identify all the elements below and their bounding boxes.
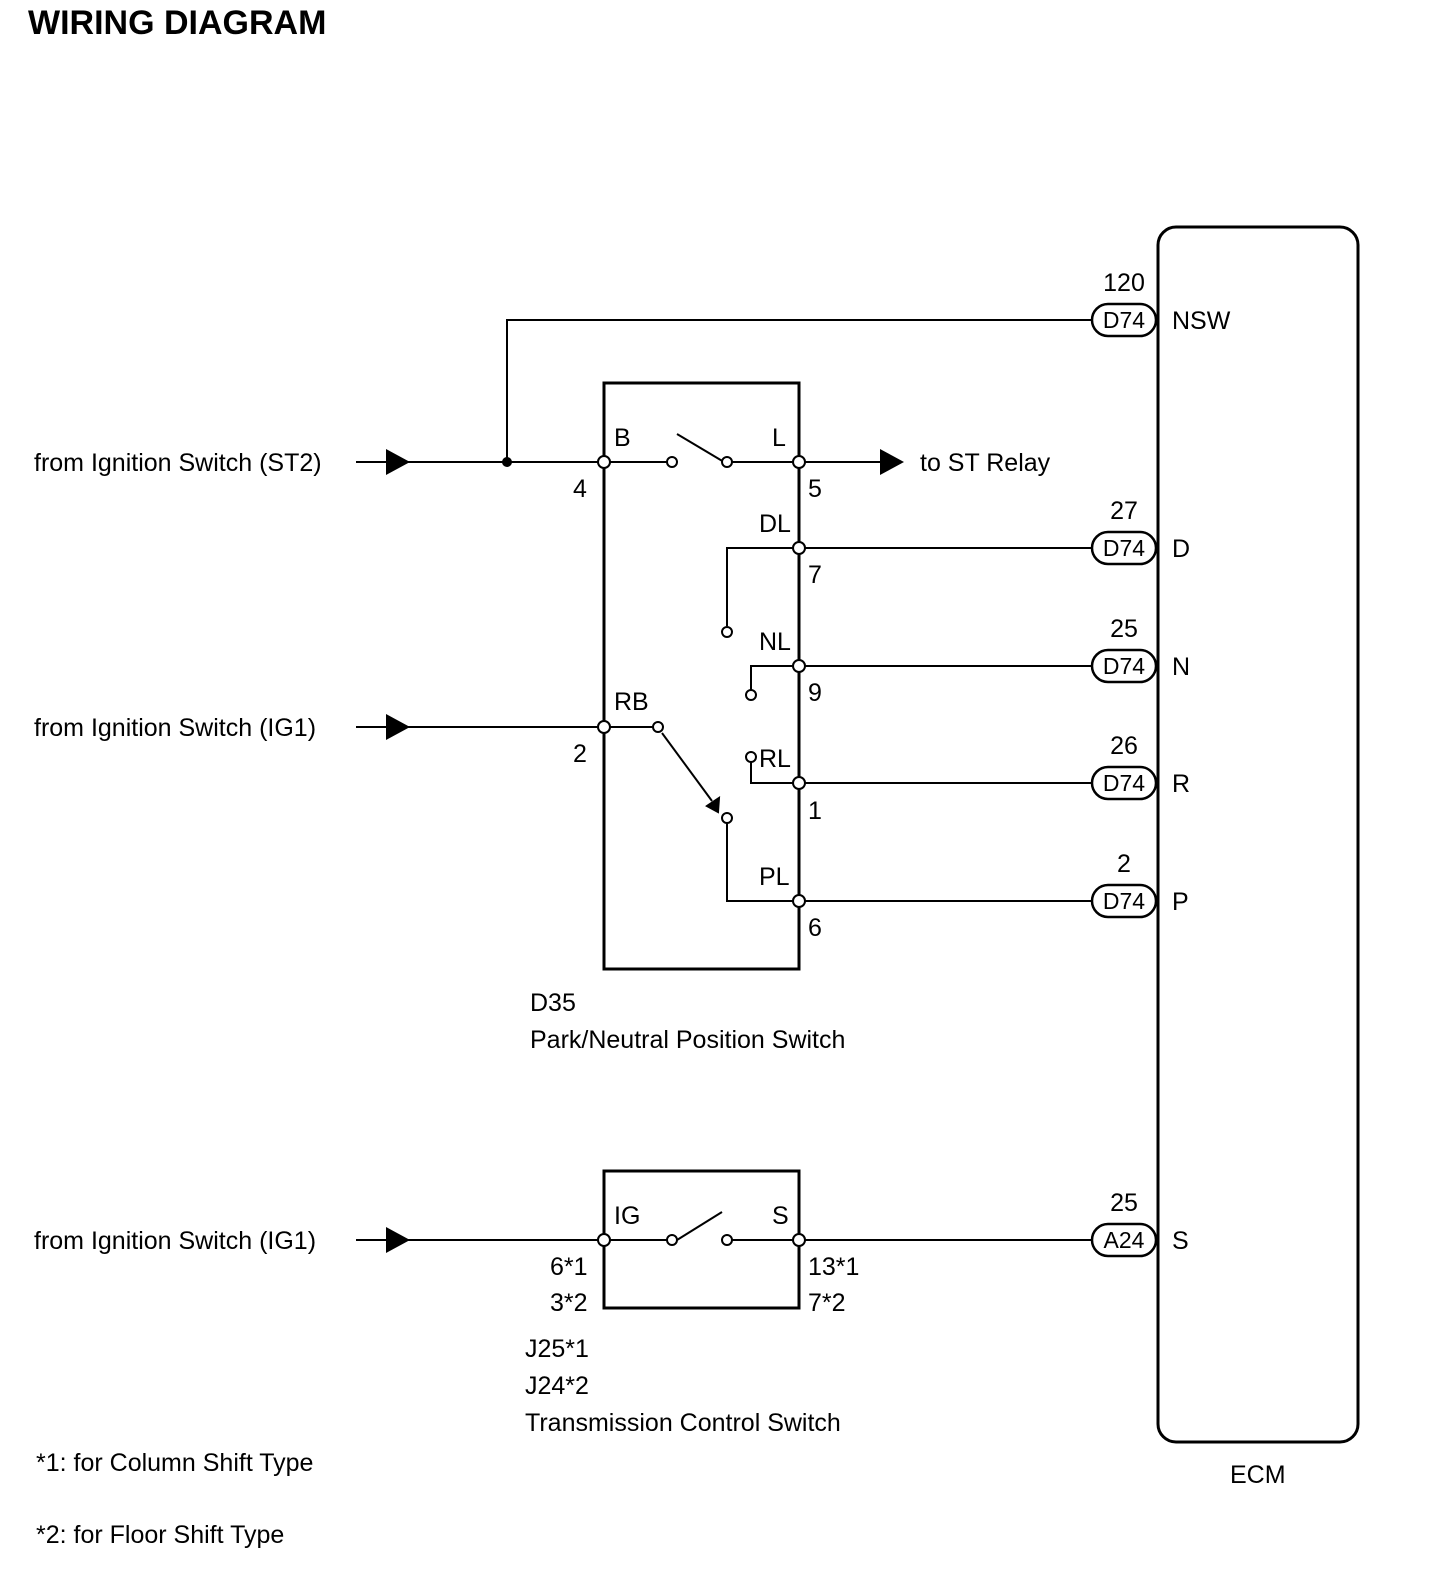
switch-arm-bl	[676, 433, 725, 463]
ecm-signal-name: N	[1172, 653, 1190, 681]
pin-2: 2	[573, 740, 587, 768]
ecm-pin-number: 25	[1110, 615, 1138, 643]
terminal-b	[597, 455, 611, 469]
ecm-connector-capsule	[1090, 302, 1158, 338]
pin-7: 7	[808, 561, 822, 589]
contact-ig	[666, 1234, 678, 1246]
contact-rl	[745, 751, 757, 763]
term-label-dl: DL	[759, 510, 791, 538]
pin-9: 9	[808, 679, 822, 707]
arrow-ig1-b-icon	[386, 1227, 410, 1253]
terminal-dl	[792, 541, 806, 555]
terminal-s	[792, 1233, 806, 1247]
ecm-signal-name: S	[1172, 1227, 1189, 1255]
contact-b	[666, 456, 678, 468]
contact-rb	[652, 721, 664, 733]
ecm-signal-name: NSW	[1172, 307, 1231, 335]
ecm-connector-capsule	[1090, 883, 1158, 919]
ecm-connector-code: D74	[1103, 535, 1145, 561]
term-label-ig: IG	[614, 1202, 640, 1230]
label-from-ig1-b: from Ignition Switch (IG1)	[34, 1227, 316, 1255]
term-label-s: S	[772, 1202, 789, 1230]
arrow-st2-icon	[386, 449, 410, 475]
arrow-ig1-a-icon	[386, 714, 410, 740]
pnp-switch-name: Park/Neutral Position Switch	[530, 1026, 845, 1054]
ecm-pin-number: 120	[1103, 269, 1145, 297]
switch-arm-igs	[676, 1211, 723, 1241]
terminal-pl	[792, 894, 806, 908]
ecm-pin-number: 2	[1117, 850, 1131, 878]
tc-switch-code-2: J24*2	[525, 1372, 589, 1400]
tc-pin-left-1: 6*1	[550, 1253, 588, 1281]
wire-pl-internal	[726, 823, 799, 902]
rotary-arm	[661, 732, 713, 802]
wire-nl-internal	[750, 665, 799, 690]
pin-1: 1	[808, 797, 822, 825]
term-label-pl: PL	[759, 863, 790, 891]
pin-4: 4	[573, 475, 587, 503]
ecm-signal-name: D	[1172, 535, 1190, 563]
tc-pin-right-1: 13*1	[808, 1253, 859, 1281]
ecm-connector-capsule	[1090, 530, 1158, 566]
wire-nsw	[506, 319, 1092, 462]
note-floor-shift: *2: for Floor Shift Type	[36, 1521, 284, 1549]
pnp-switch-code: D35	[530, 989, 576, 1017]
terminal-ig	[597, 1233, 611, 1247]
tc-pin-left-2: 3*2	[550, 1289, 588, 1317]
ecm-connector-code: D74	[1103, 653, 1145, 679]
contact-s	[721, 1234, 733, 1246]
rotary-arrow-icon	[705, 796, 721, 814]
ecm-label: ECM	[1230, 1461, 1286, 1489]
pnp-switch-box	[602, 381, 801, 971]
ecm-connector-code: A24	[1104, 1227, 1145, 1253]
ecm-signal-name: P	[1172, 888, 1189, 916]
ecm-connector-code: D74	[1103, 307, 1145, 333]
contact-l	[721, 456, 733, 468]
ecm-signal-name: R	[1172, 770, 1190, 798]
term-label-b: B	[614, 424, 631, 452]
label-to-st-relay: to ST Relay	[920, 449, 1051, 477]
terminal-nl	[792, 659, 806, 673]
ecm-connector-capsule	[1090, 1222, 1158, 1258]
contact-pl	[721, 812, 733, 824]
ecm-box	[1156, 225, 1360, 1444]
arrow-st-relay-icon	[880, 449, 904, 475]
ecm-pin-number: 25	[1110, 1189, 1138, 1217]
terminal-rl	[792, 776, 806, 790]
wire-dl-internal	[726, 547, 799, 626]
term-label-l: L	[772, 424, 786, 452]
contact-dl	[721, 626, 733, 638]
tc-pin-right-2: 7*2	[808, 1289, 846, 1317]
ecm-pin-number: 26	[1110, 732, 1138, 760]
tc-switch-name: Transmission Control Switch	[525, 1409, 841, 1437]
tc-switch-code-1: J25*1	[525, 1335, 589, 1363]
term-label-rl: RL	[759, 745, 791, 773]
ecm-connector-code: D74	[1103, 888, 1145, 914]
ecm-connector-code: D74	[1103, 770, 1145, 796]
term-label-nl: NL	[759, 628, 791, 656]
pin-5: 5	[808, 475, 822, 503]
note-column-shift: *1: for Column Shift Type	[36, 1449, 313, 1477]
pin-6: 6	[808, 914, 822, 942]
contact-nl	[745, 689, 757, 701]
ecm-connector-capsule	[1090, 648, 1158, 684]
terminal-l	[792, 455, 806, 469]
term-label-rb: RB	[614, 688, 649, 716]
label-from-ig1-a: from Ignition Switch (IG1)	[34, 714, 316, 742]
label-from-st2: from Ignition Switch (ST2)	[34, 449, 322, 477]
page-title: WIRING DIAGRAM	[28, 4, 326, 42]
wire-rl-internal	[750, 762, 799, 784]
ecm-connector-capsule	[1090, 765, 1158, 801]
ecm-pin-number: 27	[1110, 497, 1138, 525]
terminal-rb	[597, 720, 611, 734]
